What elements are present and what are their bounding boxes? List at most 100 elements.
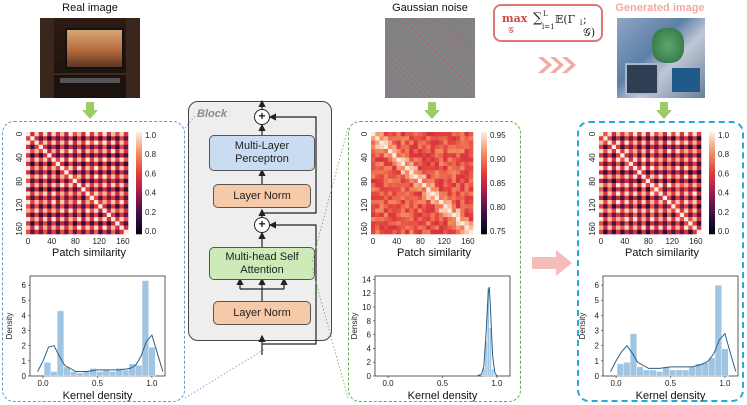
heatmap-cell bbox=[77, 225, 82, 231]
heatmap-cell bbox=[607, 136, 613, 141]
heatmap-cell bbox=[675, 217, 681, 222]
heatmap-cell bbox=[413, 136, 419, 141]
heatmap-cell bbox=[624, 221, 630, 226]
heatmap-cell bbox=[43, 208, 48, 214]
heatmap-cell bbox=[624, 229, 630, 235]
heatmap-cell bbox=[443, 217, 448, 222]
heatmap-cell bbox=[119, 157, 125, 163]
heatmap-cell bbox=[628, 153, 634, 158]
heatmap-cell bbox=[85, 225, 91, 231]
heatmap-cell bbox=[451, 200, 457, 205]
heatmap-cell bbox=[650, 212, 655, 218]
heatmap-cell bbox=[675, 200, 681, 205]
colorbar-tick-label: 0.80 bbox=[490, 203, 506, 212]
heatmap-cell bbox=[430, 221, 436, 226]
heatmap-cell bbox=[603, 174, 608, 180]
heatmap-cell bbox=[628, 136, 634, 141]
heatmap-cell bbox=[64, 221, 69, 226]
heatmap-cell bbox=[379, 144, 385, 150]
heatmap-cell bbox=[456, 178, 461, 184]
heatmap-cell bbox=[611, 195, 617, 201]
heatmap-cell bbox=[430, 191, 436, 197]
heatmap-cell bbox=[633, 183, 638, 188]
heatmap-cell bbox=[396, 178, 402, 184]
heatmap-cell bbox=[464, 217, 470, 222]
heatmap-cell bbox=[47, 153, 52, 158]
heatmap-cell bbox=[599, 221, 604, 226]
heatmap-cell bbox=[654, 221, 659, 226]
heatmap-cell bbox=[658, 191, 664, 197]
heatmap-cell bbox=[115, 149, 120, 154]
heatmap-cell bbox=[616, 178, 621, 184]
heatmap-cell bbox=[396, 166, 402, 171]
heatmap-cell bbox=[688, 187, 693, 192]
heatmap-cell bbox=[64, 212, 69, 218]
heatmap-cell bbox=[123, 149, 129, 154]
heatmap-cell bbox=[620, 157, 625, 163]
heatmap-cell bbox=[123, 212, 129, 218]
y-tick-label: 4 bbox=[367, 344, 372, 353]
heatmap-cell bbox=[460, 140, 465, 146]
heatmap-cell bbox=[68, 140, 74, 146]
heatmap-cell bbox=[667, 212, 672, 218]
heatmap-cell bbox=[30, 144, 35, 150]
heatmap-cell bbox=[426, 170, 431, 175]
y-tick-label: 3 bbox=[595, 327, 600, 336]
heatmap-cell bbox=[679, 149, 685, 154]
heatmap-cell bbox=[611, 157, 617, 163]
heatmap-cell bbox=[624, 200, 630, 205]
heatmap-cell bbox=[468, 187, 474, 192]
heatmap-cell bbox=[400, 170, 406, 175]
heatmap-cell bbox=[417, 170, 423, 175]
heatmap-cell bbox=[77, 204, 82, 209]
colorbar-segment bbox=[136, 142, 142, 146]
density-ylabel: Density bbox=[578, 313, 587, 340]
heatmap-cell bbox=[460, 174, 465, 180]
heatmap-cell bbox=[106, 149, 112, 154]
heatmap-cell bbox=[688, 170, 693, 175]
heatmap-cell bbox=[371, 229, 376, 235]
colorbar-segment bbox=[481, 152, 487, 156]
heatmap-cell bbox=[102, 183, 108, 188]
heatmap-cell bbox=[400, 225, 406, 231]
heatmap-cell bbox=[624, 144, 630, 150]
heatmap-cell bbox=[645, 140, 651, 146]
density-xlabel: Kernel density bbox=[408, 390, 478, 402]
heatmap-cell bbox=[696, 161, 702, 167]
heatmap-cell bbox=[426, 195, 431, 201]
heatmap-cell bbox=[620, 178, 625, 184]
heatmap-cell bbox=[94, 221, 99, 226]
heatmap-cell bbox=[692, 183, 698, 188]
heatmap-cell bbox=[85, 229, 91, 235]
heatmap-cell bbox=[405, 153, 410, 158]
heatmap-cell bbox=[26, 174, 31, 180]
heatmap-cell bbox=[667, 132, 672, 137]
heatmap-cell bbox=[98, 208, 103, 214]
heatmap-cell bbox=[439, 221, 444, 226]
heatmap-cell bbox=[675, 187, 681, 192]
heatmap-cell bbox=[658, 174, 664, 180]
heatmap-cell bbox=[85, 191, 91, 197]
heatmap-cell bbox=[38, 144, 44, 150]
heatmap-cell bbox=[430, 183, 436, 188]
heatmap-cell bbox=[616, 174, 621, 180]
heatmap-cell bbox=[405, 174, 410, 180]
heatmap-cell bbox=[611, 174, 617, 180]
heatmap-cell bbox=[684, 149, 689, 154]
heatmap-cell bbox=[43, 195, 48, 201]
heatmap-cell bbox=[671, 149, 676, 154]
heatmap-cell bbox=[650, 149, 655, 154]
y-tick-label: 80 bbox=[15, 176, 24, 185]
heatmap-cell bbox=[89, 195, 95, 201]
heatmap-cell bbox=[400, 200, 406, 205]
heatmap-cell bbox=[447, 178, 453, 184]
heatmap-cell bbox=[98, 195, 103, 201]
heatmap-cell bbox=[599, 140, 604, 146]
heatmap-cell bbox=[464, 212, 470, 218]
heatmap-cell bbox=[60, 225, 65, 231]
heatmap-cell bbox=[119, 195, 125, 201]
heatmap-cell bbox=[371, 221, 376, 226]
heatmap-cell bbox=[119, 200, 125, 205]
heatmap-cell bbox=[30, 208, 35, 214]
